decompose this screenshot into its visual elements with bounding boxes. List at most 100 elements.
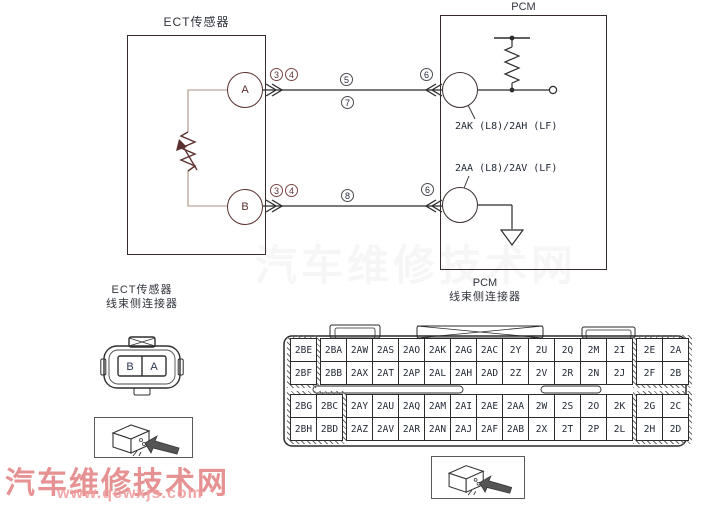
view-arrow-icon bbox=[478, 475, 513, 494]
ect-connector-title: ECT传感器 线束侧连接器 bbox=[92, 283, 192, 311]
ect-pin-a: A bbox=[227, 72, 263, 108]
wire-marker-3-bottom: 3 bbox=[270, 184, 283, 197]
ect-connector-pin-a: A bbox=[150, 361, 158, 373]
pcm-pin-2AA: 2AA bbox=[503, 395, 529, 418]
wire-marker-7: 7 bbox=[341, 96, 354, 109]
wire-marker-4-bottom: 4 bbox=[285, 184, 298, 197]
pcm-pin-2X: 2X bbox=[529, 418, 555, 441]
ect-connector-title-line2: 线束侧连接器 bbox=[106, 298, 178, 310]
connector-view-legend-left bbox=[94, 417, 193, 458]
pcm-connector-title: PCM 线束侧连接器 bbox=[420, 276, 550, 304]
pcm-pin-2BG: 2BG bbox=[291, 395, 317, 418]
pcm-pin-2AX: 2AX bbox=[347, 362, 373, 385]
pcm-pin-2Q: 2Q bbox=[555, 339, 581, 362]
pcm-pin-2AE: 2AE bbox=[477, 395, 503, 418]
pcm-pin-2AJ: 2AJ bbox=[451, 418, 477, 441]
pcm-pin-2D: 2D bbox=[663, 418, 689, 441]
pcm-pin-2K: 2K bbox=[607, 395, 633, 418]
wire-marker-8: 8 bbox=[341, 189, 354, 202]
pcm-pin-2AC: 2AC bbox=[477, 339, 503, 362]
pcm-pin-2R: 2R bbox=[555, 362, 581, 385]
pcm-pin-2AY: 2AY bbox=[347, 395, 373, 418]
ect-box-title: ECT传感器 bbox=[163, 15, 230, 29]
view-arrow-icon bbox=[144, 435, 180, 455]
pcm-pin-2AZ: 2AZ bbox=[347, 418, 373, 441]
pcm-pin-2AR: 2AR bbox=[399, 418, 425, 441]
pcm-pin-2AT: 2AT bbox=[373, 362, 399, 385]
pcm-pin-2BA: 2BA bbox=[321, 339, 347, 362]
pcm-pin-2AF: 2AF bbox=[477, 418, 503, 441]
pcm-pin-2AG: 2AG bbox=[451, 339, 477, 362]
pcm-pin-2BE: 2BE bbox=[291, 339, 317, 362]
wire-top bbox=[263, 89, 443, 207]
pcm-pin-2AV: 2AV bbox=[373, 418, 399, 441]
pcm-pin-2AU: 2AU bbox=[373, 395, 399, 418]
pcm-pin-2N: 2N bbox=[581, 362, 607, 385]
pcm-pin-2BB: 2BB bbox=[321, 362, 347, 385]
pcm-pin-2AP: 2AP bbox=[399, 362, 425, 385]
pcm-pin-2Y: 2Y bbox=[503, 339, 529, 362]
pcm-pin-2U: 2U bbox=[529, 339, 555, 362]
pcm-pin-2M: 2M bbox=[581, 339, 607, 362]
pcm-pin-2G: 2G bbox=[637, 395, 663, 418]
pcm-pin-2P: 2P bbox=[581, 418, 607, 441]
pcm-pin-2AH: 2AH bbox=[451, 362, 477, 385]
wire-marker-4-top: 4 bbox=[285, 68, 298, 81]
wire-marker-5: 5 bbox=[340, 73, 353, 86]
pcm-pin-2W: 2W bbox=[529, 395, 555, 418]
pcm-pin-2AM: 2AM bbox=[425, 395, 451, 418]
connector-chevron-icons bbox=[265, 83, 443, 213]
housing-slot-right bbox=[540, 385, 602, 394]
pcm-connector-title-line2: 线束侧连接器 bbox=[449, 291, 521, 303]
pcm-bottom-pin-name: 2AA (L8)/2AV (LF) bbox=[455, 163, 558, 174]
pullup-resistor-symbol bbox=[478, 35, 558, 95]
pcm-pin-2V: 2V bbox=[529, 362, 555, 385]
pcm-pin-2C: 2C bbox=[663, 395, 689, 418]
ect-connector-title-line1: ECT传感器 bbox=[111, 284, 173, 296]
connector-view-icon bbox=[111, 424, 180, 457]
pcm-pin-2F: 2F bbox=[637, 362, 663, 385]
pcm-pin-2L: 2L bbox=[607, 418, 633, 441]
pcm-pin-2B: 2B bbox=[663, 362, 689, 385]
pcm-pin-top-circle bbox=[442, 72, 478, 108]
pcm-pin-2Z: 2Z bbox=[503, 362, 529, 385]
wire-marker-3-top: 3 bbox=[270, 68, 283, 81]
pcm-pin-2AB: 2AB bbox=[503, 418, 529, 441]
ect-pin-b: B bbox=[227, 189, 263, 225]
background-watermark: 汽车维修技术网 bbox=[255, 242, 578, 289]
pcm-pin-2AI: 2AI bbox=[451, 395, 477, 418]
ect-connector-latch bbox=[128, 336, 156, 348]
pcm-pin-2BD: 2BD bbox=[317, 418, 343, 441]
pcm-pin-2AQ: 2AQ bbox=[399, 395, 425, 418]
pcm-pin-2AK: 2AK bbox=[425, 339, 451, 362]
wire-marker-6-bottom: 6 bbox=[421, 183, 434, 196]
site-watermark-url: www.qcwxjs.com bbox=[57, 485, 203, 502]
pcm-pin-2S: 2S bbox=[555, 395, 581, 418]
wire-marker-6-top: 6 bbox=[420, 68, 433, 81]
ect-pin-b-label: B bbox=[241, 201, 249, 213]
pcm-pin-2E: 2E bbox=[637, 339, 663, 362]
pcm-pin-2AL: 2AL bbox=[425, 362, 451, 385]
pcm-pin-2I: 2I bbox=[607, 339, 633, 362]
pcm-pin-2AS: 2AS bbox=[373, 339, 399, 362]
ect-connector-drawing: B A bbox=[100, 336, 184, 396]
pcm-pin-2AW: 2AW bbox=[347, 339, 373, 362]
pcm-pin-2A: 2A bbox=[663, 339, 689, 362]
pcm-box-title: PCM bbox=[511, 1, 536, 13]
ect-sensor-box bbox=[127, 35, 266, 255]
pcm-pin-2AN: 2AN bbox=[425, 418, 451, 441]
pcm-pin-2J: 2J bbox=[607, 362, 633, 385]
ect-pin-a-label: A bbox=[241, 84, 249, 96]
pcm-pin-2O: 2O bbox=[581, 395, 607, 418]
pcm-pin-2BC: 2BC bbox=[317, 395, 343, 418]
pcm-pin-2AD: 2AD bbox=[477, 362, 503, 385]
